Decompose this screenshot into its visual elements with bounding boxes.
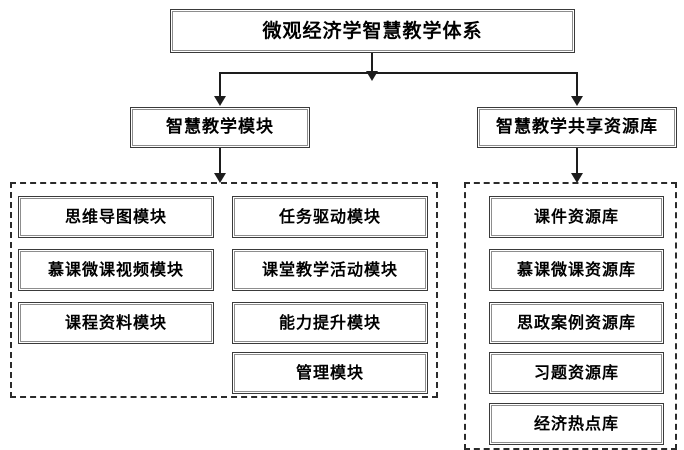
group-teaching-modules xyxy=(10,182,438,398)
module-ability-improvement: 能力提升模块 xyxy=(232,302,428,344)
level2-node-teaching-modules-label: 智慧教学模块 xyxy=(166,117,274,138)
resource-mooc-micro-course: 慕课微课资源库 xyxy=(489,249,664,291)
resource-ideological-cases: 思政案例资源库 xyxy=(489,302,664,344)
connector-left-to-group xyxy=(219,148,221,175)
resource-ideological-cases-label: 思政案例资源库 xyxy=(516,313,636,333)
resource-economic-hotspots: 经济热点库 xyxy=(489,403,664,445)
connector-bus-horizontal xyxy=(219,72,578,74)
module-ability-improvement-label: 能力提升模块 xyxy=(278,313,381,333)
root-node-label: 微观经济学智慧教学体系 xyxy=(262,19,483,42)
module-mind-map: 思维导图模块 xyxy=(18,196,214,238)
arrowhead-group-modules xyxy=(214,173,226,183)
arrowhead-level2-left xyxy=(214,96,226,106)
module-management: 管理模块 xyxy=(232,352,428,394)
connector-bus-left-drop xyxy=(219,72,221,97)
module-classroom-activity: 课堂教学活动模块 xyxy=(232,249,428,291)
module-task-driven: 任务驱动模块 xyxy=(232,196,428,238)
level2-node-shared-resources: 智慧教学共享资源库 xyxy=(477,107,677,148)
arrowhead-root-stem xyxy=(366,71,378,81)
connector-bus-right-drop xyxy=(576,72,578,97)
module-mooc-micro-video: 慕课微课视频模块 xyxy=(18,249,214,291)
group-shared-resources xyxy=(464,182,677,450)
resource-exercises: 习题资源库 xyxy=(489,352,664,394)
connector-right-to-group xyxy=(576,148,578,175)
arrowhead-group-resources xyxy=(571,173,583,183)
root-node-smart-teaching-system: 微观经济学智慧教学体系 xyxy=(170,9,575,53)
resource-mooc-micro-course-label: 慕课微课资源库 xyxy=(516,260,636,280)
module-management-label: 管理模块 xyxy=(295,363,364,383)
resource-exercises-label: 习题资源库 xyxy=(533,363,619,383)
level2-node-shared-resources-label: 智慧教学共享资源库 xyxy=(496,117,658,138)
module-classroom-activity-label: 课堂教学活动模块 xyxy=(261,260,398,280)
module-mooc-micro-video-label: 慕课微课视频模块 xyxy=(47,260,184,280)
resource-economic-hotspots-label: 经济热点库 xyxy=(533,414,619,434)
resource-courseware-label: 课件资源库 xyxy=(533,207,619,227)
module-mind-map-label: 思维导图模块 xyxy=(64,207,167,227)
module-task-driven-label: 任务驱动模块 xyxy=(278,207,381,227)
resource-courseware: 课件资源库 xyxy=(489,196,664,238)
arrowhead-level2-right xyxy=(571,96,583,106)
module-course-materials: 课程资料模块 xyxy=(18,302,214,344)
level2-node-teaching-modules: 智慧教学模块 xyxy=(130,107,310,148)
module-course-materials-label: 课程资料模块 xyxy=(64,313,167,333)
connector-root-stem xyxy=(371,53,373,73)
